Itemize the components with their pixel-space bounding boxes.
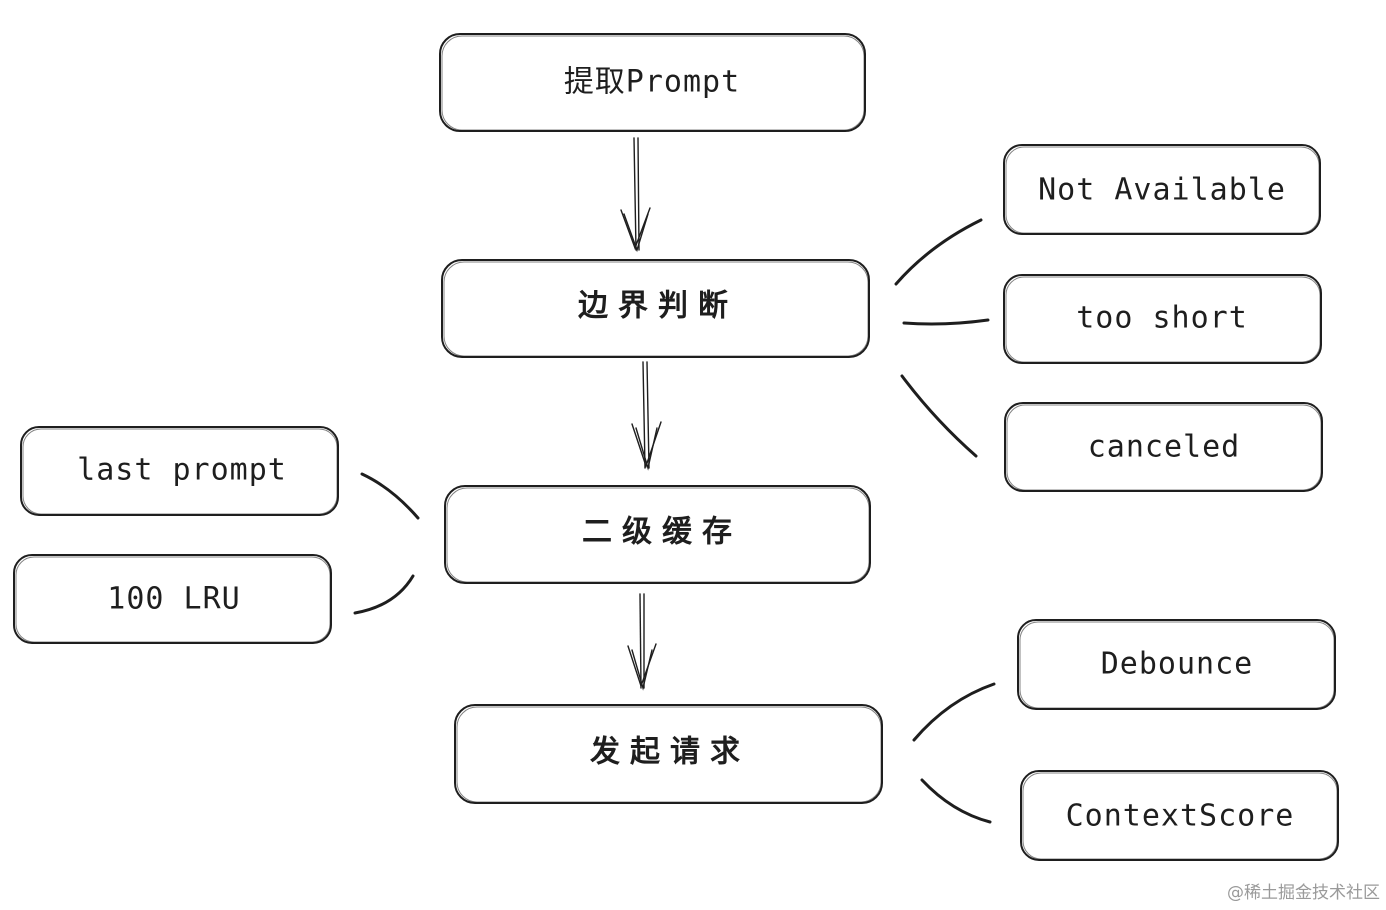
arrow-extract-to-boundary [620,137,651,253]
node-context-score: ContextScore [1020,770,1339,861]
link-request-context-score [920,778,992,824]
arrow-cache-to-request [627,593,657,691]
link-boundary-not-available [894,218,983,286]
link-cache-last-prompt [360,472,420,520]
node-boundary-check-label: 边界判断 [578,289,738,324]
node-too-short: too short [1003,274,1322,364]
node-context-score-label: ContextScore [1066,799,1295,834]
node-boundary-check: 边界判断 [441,259,870,358]
node-last-prompt: last prompt [20,426,339,516]
link-request-debounce [912,682,996,742]
link-boundary-canceled [900,374,978,458]
node-too-short-label: too short [1076,301,1248,336]
link-boundary-too-short [902,318,990,326]
node-not-available: Not Available [1003,144,1321,235]
node-two-level-cache: 二级缓存 [444,485,871,584]
node-canceled: canceled [1004,402,1323,492]
node-not-available-label: Not Available [1038,173,1286,208]
node-debounce: Debounce [1017,619,1336,710]
node-send-request-label: 发起请求 [589,735,750,770]
node-last-prompt-label: last prompt [77,453,287,488]
node-send-request: 发起请求 [454,704,883,804]
arrow-boundary-to-cache [631,361,662,471]
node-extract-prompt-label: 提取Prompt [564,65,740,100]
node-100-lru: 100 LRU [13,554,332,644]
link-cache-lru [353,574,415,615]
node-canceled-label: canceled [1088,430,1241,465]
node-two-level-cache-label: 二级缓存 [582,515,742,550]
node-extract-prompt: 提取Prompt [439,33,866,132]
node-debounce-label: Debounce [1101,647,1254,682]
watermark-text: @稀土掘金技术社区 [1227,883,1380,903]
node-100-lru-label: 100 LRU [107,582,240,617]
